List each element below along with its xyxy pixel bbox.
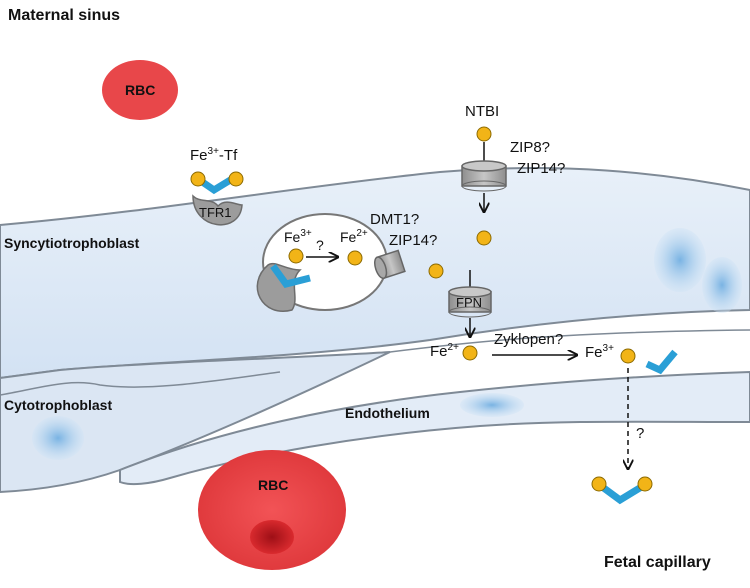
label-fetal-capillary: Fetal capillary (604, 554, 711, 571)
label-fe3-tf: Fe3+-Tf (190, 146, 238, 164)
ntbi-fe (476, 126, 492, 142)
label-maternal-rbc: RBC (125, 82, 156, 98)
nucleus-endothelium (460, 393, 524, 417)
label-zyklopen: Zyklopen? (494, 331, 564, 348)
label-zip8: ZIP8? (510, 139, 551, 156)
label-endosome-question: ? (316, 237, 324, 253)
endothelium-layer (119, 370, 750, 486)
fe-on-tf-left (190, 171, 206, 187)
label-fetal-rbc: RBC (258, 477, 289, 493)
label-syncytiotrophoblast: Syncytiotrophoblast (4, 235, 140, 251)
basement-membrane (389, 329, 750, 353)
fe3-tf-base: Fe (190, 147, 208, 164)
label-transfer-question: ? (636, 425, 645, 442)
cytosolic-fe-1 (428, 263, 444, 279)
zip-transporter (461, 160, 507, 192)
dmt1-transporter (373, 249, 406, 280)
exported-fe2-base: Fe (430, 343, 448, 360)
label-endosome-fe2: Fe2+ (340, 228, 368, 245)
nucleus-syncytio-1 (654, 228, 706, 292)
fe-on-tf-right (228, 171, 244, 187)
endosome-fe3-sup: 3+ (300, 228, 312, 239)
nucleus-cytotrophoblast (32, 416, 84, 460)
fetal-fe-left (591, 476, 607, 492)
label-maternal-sinus: Maternal sinus (8, 7, 121, 24)
endosome-fe2 (347, 250, 363, 266)
label-zip14-top: ZIP14? (517, 160, 566, 177)
exported-fe2-sup: 2+ (447, 342, 459, 353)
tfr1-receptor (192, 194, 243, 226)
endosome-fe2-base: Fe (340, 229, 357, 245)
maternal-rbc (102, 60, 178, 120)
cytosolic-fe-2 (476, 230, 492, 246)
label-endothelium: Endothelium (345, 405, 430, 421)
endosome-tfr1 (256, 262, 302, 312)
label-zip14-mid: ZIP14? (389, 232, 438, 249)
exported-fe2 (462, 345, 478, 361)
oxidized-fe3-sup: 3+ (602, 343, 614, 354)
fetal-rbc (198, 450, 346, 570)
label-ntbi: NTBI (465, 103, 500, 120)
fetal-rbc-core (250, 520, 294, 554)
label-endosome-fe3: Fe3+ (284, 228, 312, 245)
fe3-tf-sup: 3+ (207, 146, 219, 157)
fetal-fe-right (637, 476, 653, 492)
label-dmt1: DMT1? (370, 211, 420, 228)
fetal-apo-transferrin (645, 349, 678, 375)
label-tfr1: TFR1 (199, 205, 232, 220)
endosome-fe3-base: Fe (284, 229, 301, 245)
oxidized-fe3 (620, 348, 636, 364)
oxidized-fe3-base: Fe (585, 344, 603, 361)
label-fpn: FPN (456, 295, 482, 310)
endosome-transferrin (270, 263, 311, 288)
fpn-transporter (448, 286, 492, 318)
cytotrophoblast-layer (0, 351, 391, 494)
nucleus-syncytio-2 (702, 257, 742, 313)
label-cytotrophoblast: Cytotrophoblast (4, 397, 113, 413)
fetal-holo-transferrin (598, 483, 645, 505)
endosome-fe3 (288, 248, 304, 264)
endosome-fe2-sup: 2+ (356, 228, 368, 239)
label-exported-fe2: Fe2+ (430, 342, 459, 360)
cytotrophoblast-inner-fold (0, 371, 281, 396)
fe3-tf-suffix: -Tf (218, 147, 238, 164)
label-oxidized-fe3: Fe3+ (585, 343, 614, 361)
